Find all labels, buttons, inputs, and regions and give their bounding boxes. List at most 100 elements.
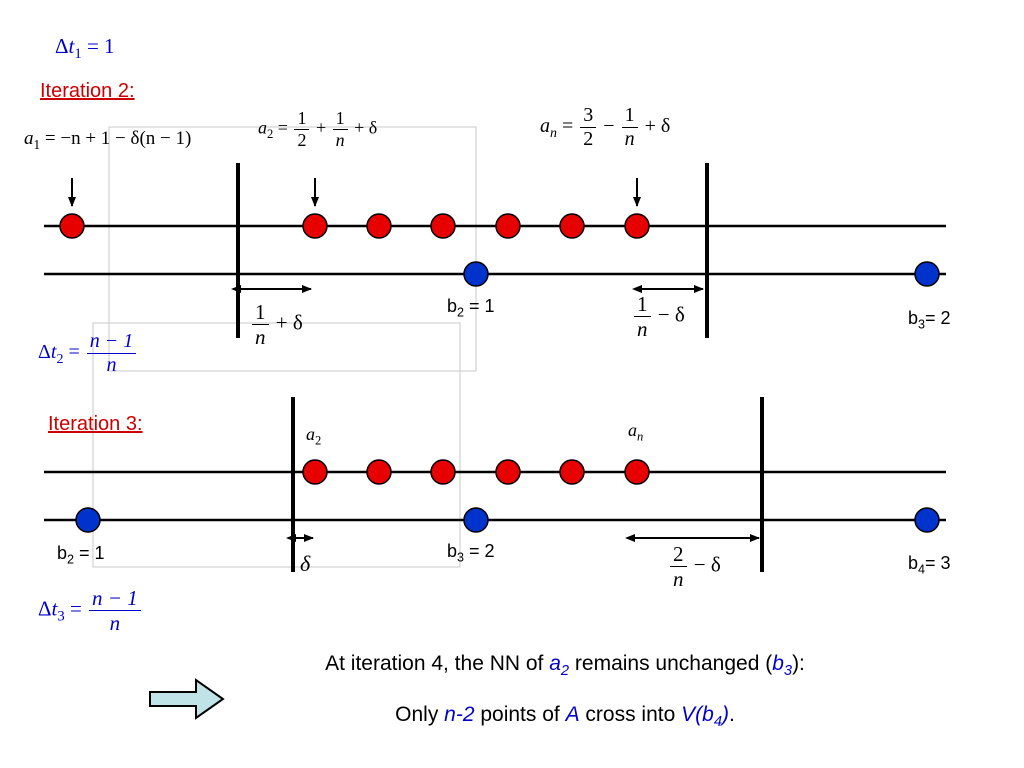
point-b3-iter3 xyxy=(463,507,489,533)
point-a-iter2 xyxy=(495,213,521,239)
an-iter3-sub: n xyxy=(637,429,644,444)
a1-lhs: a xyxy=(24,128,34,149)
point-a-iter3 xyxy=(430,459,456,485)
dt1-formula: Δt1 = 1 xyxy=(55,34,115,63)
dt1-value: 1 xyxy=(104,34,115,58)
dt1-t: t xyxy=(68,34,75,58)
a2-lhs: a xyxy=(258,117,267,138)
iteration2-title: Iteration 2: xyxy=(40,80,135,102)
point-a1 xyxy=(59,213,85,239)
a1-formula: a1 = −n + 1 − δ(n − 1) xyxy=(24,128,191,153)
gap-right-num: 1 xyxy=(634,292,651,318)
point-a-iter3 xyxy=(495,459,521,485)
point-b4-iter3 xyxy=(914,507,940,533)
b2-b: b xyxy=(447,296,458,316)
an-frac1-num: 3 xyxy=(580,104,597,128)
an-frac1-den: 2 xyxy=(583,128,594,150)
b3-iter3-sub: 3 xyxy=(457,550,465,565)
dt2-eq: = xyxy=(68,341,80,364)
caption2-V: V(b xyxy=(681,703,714,726)
dt3-eq: = xyxy=(69,596,82,621)
caption2-period: . xyxy=(729,703,735,726)
b2-iter3-b: b xyxy=(57,543,68,563)
point-b3-iter2 xyxy=(914,261,940,287)
b2-iter3-rest: = 1 xyxy=(74,543,105,563)
frame-iteration3 xyxy=(92,322,461,568)
a2-iter3-sub: 2 xyxy=(315,433,322,448)
dt3-sub: 3 xyxy=(57,608,65,625)
a1-sub: 1 xyxy=(33,136,41,152)
b3-rest: = 2 xyxy=(925,308,951,328)
b4-iter3-rest: = 3 xyxy=(925,553,951,573)
caption2-part-b: points of xyxy=(474,703,566,726)
point-a-iter2 xyxy=(366,213,392,239)
caption2-A: A xyxy=(565,703,580,726)
point-a-iter3 xyxy=(559,459,585,485)
b3-iter3-b: b xyxy=(447,541,458,561)
point-a-iter3 xyxy=(366,459,392,485)
frame-iteration2 xyxy=(108,126,477,372)
dt2-t: t xyxy=(50,341,57,364)
dt3-den: n xyxy=(109,611,121,636)
dt2-den: n xyxy=(106,354,117,376)
an-eq: = xyxy=(562,115,574,138)
b4-iter3-b: b xyxy=(908,553,919,573)
b3-sub: 3 xyxy=(918,317,926,332)
caption1-a2: a xyxy=(549,652,561,675)
dt1-delta: Δ xyxy=(55,34,69,58)
a2-frac2-den: n xyxy=(335,129,345,150)
caption1-part-c: ): xyxy=(792,652,805,675)
caption2-part-c: cross into xyxy=(579,703,682,726)
a2-iter3-a: a xyxy=(306,424,315,444)
gap-right3-den: n xyxy=(673,567,684,592)
delta-label-iter3: δ xyxy=(300,551,311,576)
point-a2-iter2 xyxy=(302,213,328,239)
a2-frac1-den: 2 xyxy=(297,129,307,150)
point-a2-iter3 xyxy=(302,459,328,485)
an-lhs: a xyxy=(540,115,550,138)
caption2-n2: n-2 xyxy=(444,703,475,726)
gap-right3-num: 2 xyxy=(670,542,687,568)
point-b2-iter3 xyxy=(75,507,101,533)
a2-tail: + δ xyxy=(354,117,378,138)
an-label-iter3: an xyxy=(628,420,643,445)
caption1-part-b: remains unchanged ( xyxy=(569,652,773,675)
b4-iter3-sub: 4 xyxy=(918,562,926,577)
point-an-iter2 xyxy=(624,213,650,239)
dt2-sub: 2 xyxy=(56,352,64,368)
b3-label-iter2: b3= 2 xyxy=(908,308,951,332)
b2-label-iter3: b2 = 1 xyxy=(57,543,105,567)
b2-sub: 2 xyxy=(457,305,465,320)
a2-sub: 2 xyxy=(267,126,274,141)
point-an-iter3 xyxy=(624,459,650,485)
b2-rest: = 1 xyxy=(464,296,495,316)
caption1-b3-sub: 3 xyxy=(783,663,793,680)
b3-label-iter3: b3 = 2 xyxy=(447,541,495,565)
an-frac2-num: 1 xyxy=(621,104,638,128)
point-a-iter2 xyxy=(430,213,456,239)
caption1-a2-sub: 2 xyxy=(560,663,570,680)
an-sub: n xyxy=(550,126,557,142)
b3-iter3-rest: = 2 xyxy=(464,541,495,561)
caption2-V-end: ) xyxy=(722,703,729,726)
b2-label-iter2: b2 = 1 xyxy=(447,296,495,320)
caption-line-1: At iteration 4, the NN of a2 remains unc… xyxy=(230,652,900,679)
a2-frac1-num: 1 xyxy=(294,108,310,130)
dt3-delta: Δ xyxy=(38,596,52,621)
caption2-V-sub: 4 xyxy=(713,714,722,731)
iteration3-title: Iteration 3: xyxy=(48,413,143,435)
dt1-sub: 1 xyxy=(74,46,82,63)
